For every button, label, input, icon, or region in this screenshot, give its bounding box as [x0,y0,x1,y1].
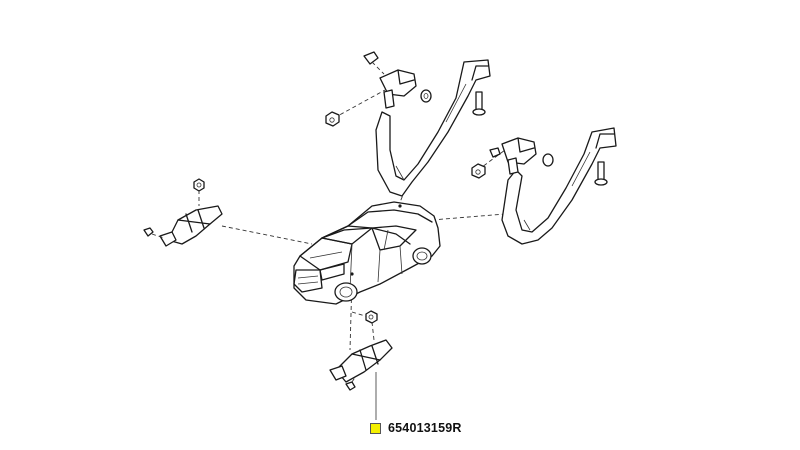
nut-icon [193,178,205,192]
bolt-icon [489,147,501,158]
leader-upper-nut [333,89,386,119]
bolt-icon [363,51,385,75]
nut-icon [365,310,378,324]
sedan-car-icon [293,201,441,305]
leader-lower-hinge [349,277,353,351]
part-callout-marker[interactable] [370,423,381,434]
bolt-icon [594,161,608,186]
curved-arm-icon [471,127,617,245]
hinge-bracket-icon [329,310,393,420]
part-number-label[interactable]: 654013159R [388,421,462,435]
nut-icon [471,163,486,179]
leader-right-nut [477,149,506,171]
washer-icon [542,153,554,167]
bolt-icon [345,375,357,391]
leader-right-arm [431,213,506,221]
leader-left-hinge [221,225,313,245]
nut-icon [325,111,340,127]
bolt-icon [472,91,486,116]
bolt-icon [143,227,165,239]
washer-icon [420,89,432,103]
hinge-bracket-icon [143,178,223,247]
curved-arm-icon [325,51,491,197]
